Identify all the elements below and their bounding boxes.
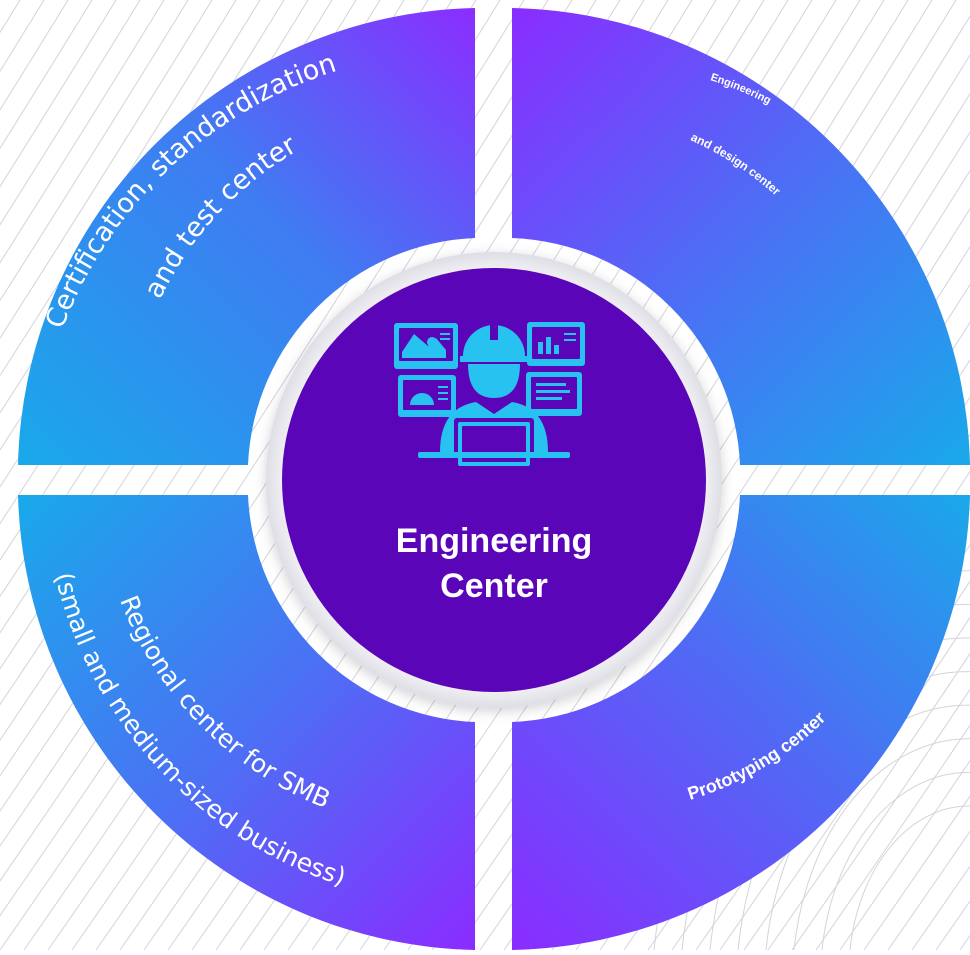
background-stripe — [0, 0, 165, 264]
center-disc[interactable] — [282, 268, 706, 692]
background-stripe — [0, 0, 141, 226]
background-stripe — [767, 652, 970, 951]
center-title-line2: Center — [440, 567, 548, 605]
background-stripe — [0, 0, 213, 339]
background-stripe — [0, 0, 93, 150]
background-stripe — [743, 616, 970, 951]
background-stripe — [959, 934, 970, 951]
background-stripe — [911, 865, 970, 951]
background-stripe — [0, 0, 189, 302]
background-stripe — [0, 0, 45, 73]
background-stripe — [839, 759, 970, 951]
background-stripe — [815, 724, 970, 951]
background-stripe — [887, 830, 970, 951]
background-stripe — [0, 0, 573, 882]
ring-segments — [18, 8, 970, 950]
background-stripe — [0, 0, 237, 377]
segment-bottom-right[interactable] — [512, 495, 970, 950]
segment-top-right[interactable] — [512, 8, 970, 465]
center-title-line1: Engineering — [396, 522, 592, 560]
segment-top-left[interactable] — [18, 8, 475, 465]
background-stripe — [863, 795, 970, 951]
background-stripe — [0, 0, 21, 34]
background-stripe — [791, 688, 970, 951]
background-stripe — [0, 0, 69, 111]
background-arc — [793, 738, 970, 951]
background-stripe — [0, 0, 117, 188]
engineer-monitors-icon — [394, 322, 585, 468]
background-arc — [821, 771, 970, 951]
background-arc — [849, 805, 970, 951]
segment-bottom-left[interactable] — [18, 495, 475, 950]
